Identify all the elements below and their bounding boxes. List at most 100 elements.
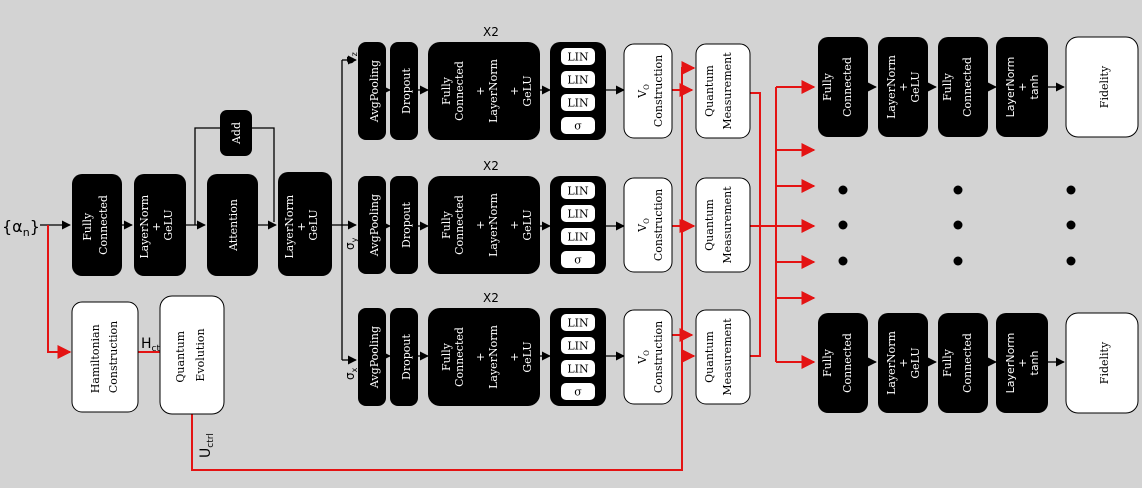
lin-box: LIN xyxy=(561,205,595,222)
repeat-label: X2 xyxy=(483,291,499,305)
svg-text:VOConstruction: VOConstruction xyxy=(636,321,665,393)
svg-text:FullyConnected: FullyConnected xyxy=(821,57,854,117)
fidelity-block: Fidelity xyxy=(1065,312,1139,414)
svg-text:VOConstruction: VOConstruction xyxy=(636,189,665,261)
lin-box: LIN xyxy=(561,314,595,331)
svg-text:FullyConnected+LayerNorm+GeLU: FullyConnected+LayerNorm+GeLU xyxy=(440,59,534,123)
svg-text:AvgPooling: AvgPooling xyxy=(368,60,381,123)
sigma-box: σ xyxy=(561,251,595,268)
dropout-block: Dropout xyxy=(390,176,418,274)
branch-x: σx AvgPooling Dropout FullyConnected+LayerN… xyxy=(343,291,751,406)
svg-text:Hamiltonian Construction: Hamiltonian Construction xyxy=(89,321,120,393)
sigma-label: σz xyxy=(343,52,359,64)
svg-text:LayerNorm+GeLU: LayerNorm+GeLU xyxy=(885,331,922,395)
svg-text:LayerNorm+tanh: LayerNorm+tanh xyxy=(1004,333,1041,394)
svg-text:LIN: LIN xyxy=(567,317,589,330)
vo-construction-block: VOConstruction xyxy=(623,177,673,273)
svg-text:AvgPooling: AvgPooling xyxy=(368,326,381,389)
svg-text:AvgPooling: AvgPooling xyxy=(368,194,381,257)
layernorm-gelu-block-1: LayerNorm + GeLU xyxy=(134,174,186,276)
avgpooling-block: AvgPooling xyxy=(358,42,386,140)
quantum-evolution-block: Quantum Evolution xyxy=(159,295,225,415)
lin-box: LIN xyxy=(561,71,595,88)
head-layernorm-gelu-block: LayerNorm+GeLU xyxy=(878,313,928,413)
lin-stack: LIN LIN LIN σ xyxy=(550,308,606,406)
head-layernorm-tanh-block: LayerNorm+tanh xyxy=(996,37,1048,137)
svg-text:Dropout: Dropout xyxy=(400,67,413,113)
repeat-label: X2 xyxy=(483,159,499,173)
sigma-label: σy xyxy=(343,237,359,250)
svg-text:FullyConnected+LayerNorm+GeLU: FullyConnected+LayerNorm+GeLU xyxy=(440,325,534,389)
lin-box: LIN xyxy=(561,182,595,199)
add-block: Add xyxy=(220,110,252,156)
svg-text:LIN: LIN xyxy=(567,185,589,198)
svg-text:Fidelity: Fidelity xyxy=(1098,65,1111,108)
svg-text:σ: σ xyxy=(574,254,582,267)
svg-text:LIN: LIN xyxy=(567,231,589,244)
fc-layernorm-gelu-block: FullyConnected+LayerNorm+GeLU xyxy=(428,308,540,406)
ellipsis-dots xyxy=(838,185,1076,266)
svg-text:Fully Connected: Fully Connected xyxy=(81,195,110,255)
lin-box: LIN xyxy=(561,228,595,245)
dropout-block: Dropout xyxy=(390,308,418,406)
svg-text:LIN: LIN xyxy=(567,208,589,221)
lin-stack: LIN LIN LIN σ xyxy=(550,42,606,140)
svg-text:Dropout: Dropout xyxy=(400,333,413,379)
svg-text:Dropout: Dropout xyxy=(400,201,413,247)
alpha-input-label: {αn} xyxy=(2,217,40,239)
sigma-box: σ xyxy=(561,117,595,134)
black-wires xyxy=(40,55,1065,367)
attention-block: Attention xyxy=(207,174,258,276)
svg-text:Fidelity: Fidelity xyxy=(1098,341,1111,384)
head-layernorm-gelu-block: LayerNorm+GeLU xyxy=(878,37,928,137)
lin-stack: LIN LIN LIN σ xyxy=(550,176,606,274)
svg-text:σ: σ xyxy=(574,120,582,133)
svg-text:FullyConnected+LayerNorm+GeLU: FullyConnected+LayerNorm+GeLU xyxy=(440,193,534,257)
svg-text:LayerNorm+GeLU: LayerNorm+GeLU xyxy=(885,55,922,119)
avgpooling-block: AvgPooling xyxy=(358,308,386,406)
svg-text:Add: Add xyxy=(230,122,243,145)
red-wires xyxy=(47,61,816,471)
svg-text:LayerNorm+tanh: LayerNorm+tanh xyxy=(1004,57,1041,118)
lin-box: LIN xyxy=(561,337,595,354)
svg-text:LIN: LIN xyxy=(567,363,589,376)
svg-text:VOConstruction: VOConstruction xyxy=(636,55,665,127)
repeat-label: X2 xyxy=(483,25,499,39)
vo-construction-block: VOConstruction xyxy=(623,43,673,139)
vo-construction-block: VOConstruction xyxy=(623,309,673,405)
lin-box: LIN xyxy=(561,94,595,111)
sigma-label: σx xyxy=(343,367,359,380)
fc-layernorm-gelu-block: FullyConnected+LayerNorm+GeLU xyxy=(428,176,540,274)
svg-text:LIN: LIN xyxy=(567,74,589,87)
svg-text:Quantum Evolution: Quantum Evolution xyxy=(174,327,207,382)
sigma-box: σ xyxy=(561,383,595,400)
u-ctrl-label: Uctrl xyxy=(198,433,216,458)
lin-box: LIN xyxy=(561,360,595,377)
svg-text:FullyConnected: FullyConnected xyxy=(941,333,974,393)
lin-box: LIN xyxy=(561,48,595,65)
branch-y: σy AvgPooling Dropout FullyConnected+LayerN… xyxy=(343,159,751,274)
svg-text:Attention: Attention xyxy=(227,199,240,252)
h-ctrl-label: Hctrl xyxy=(141,336,166,354)
svg-text:LIN: LIN xyxy=(567,340,589,353)
fidelity-block: Fidelity xyxy=(1065,36,1139,138)
svg-text:FullyConnected: FullyConnected xyxy=(941,57,974,117)
fc-block: Fully Connected xyxy=(72,174,122,276)
avgpooling-block: AvgPooling xyxy=(358,176,386,274)
svg-text:LayerNorm + GeLU: LayerNorm + GeLU xyxy=(138,191,175,258)
layernorm-gelu-block-2: LayerNorm + GeLU xyxy=(278,172,332,276)
